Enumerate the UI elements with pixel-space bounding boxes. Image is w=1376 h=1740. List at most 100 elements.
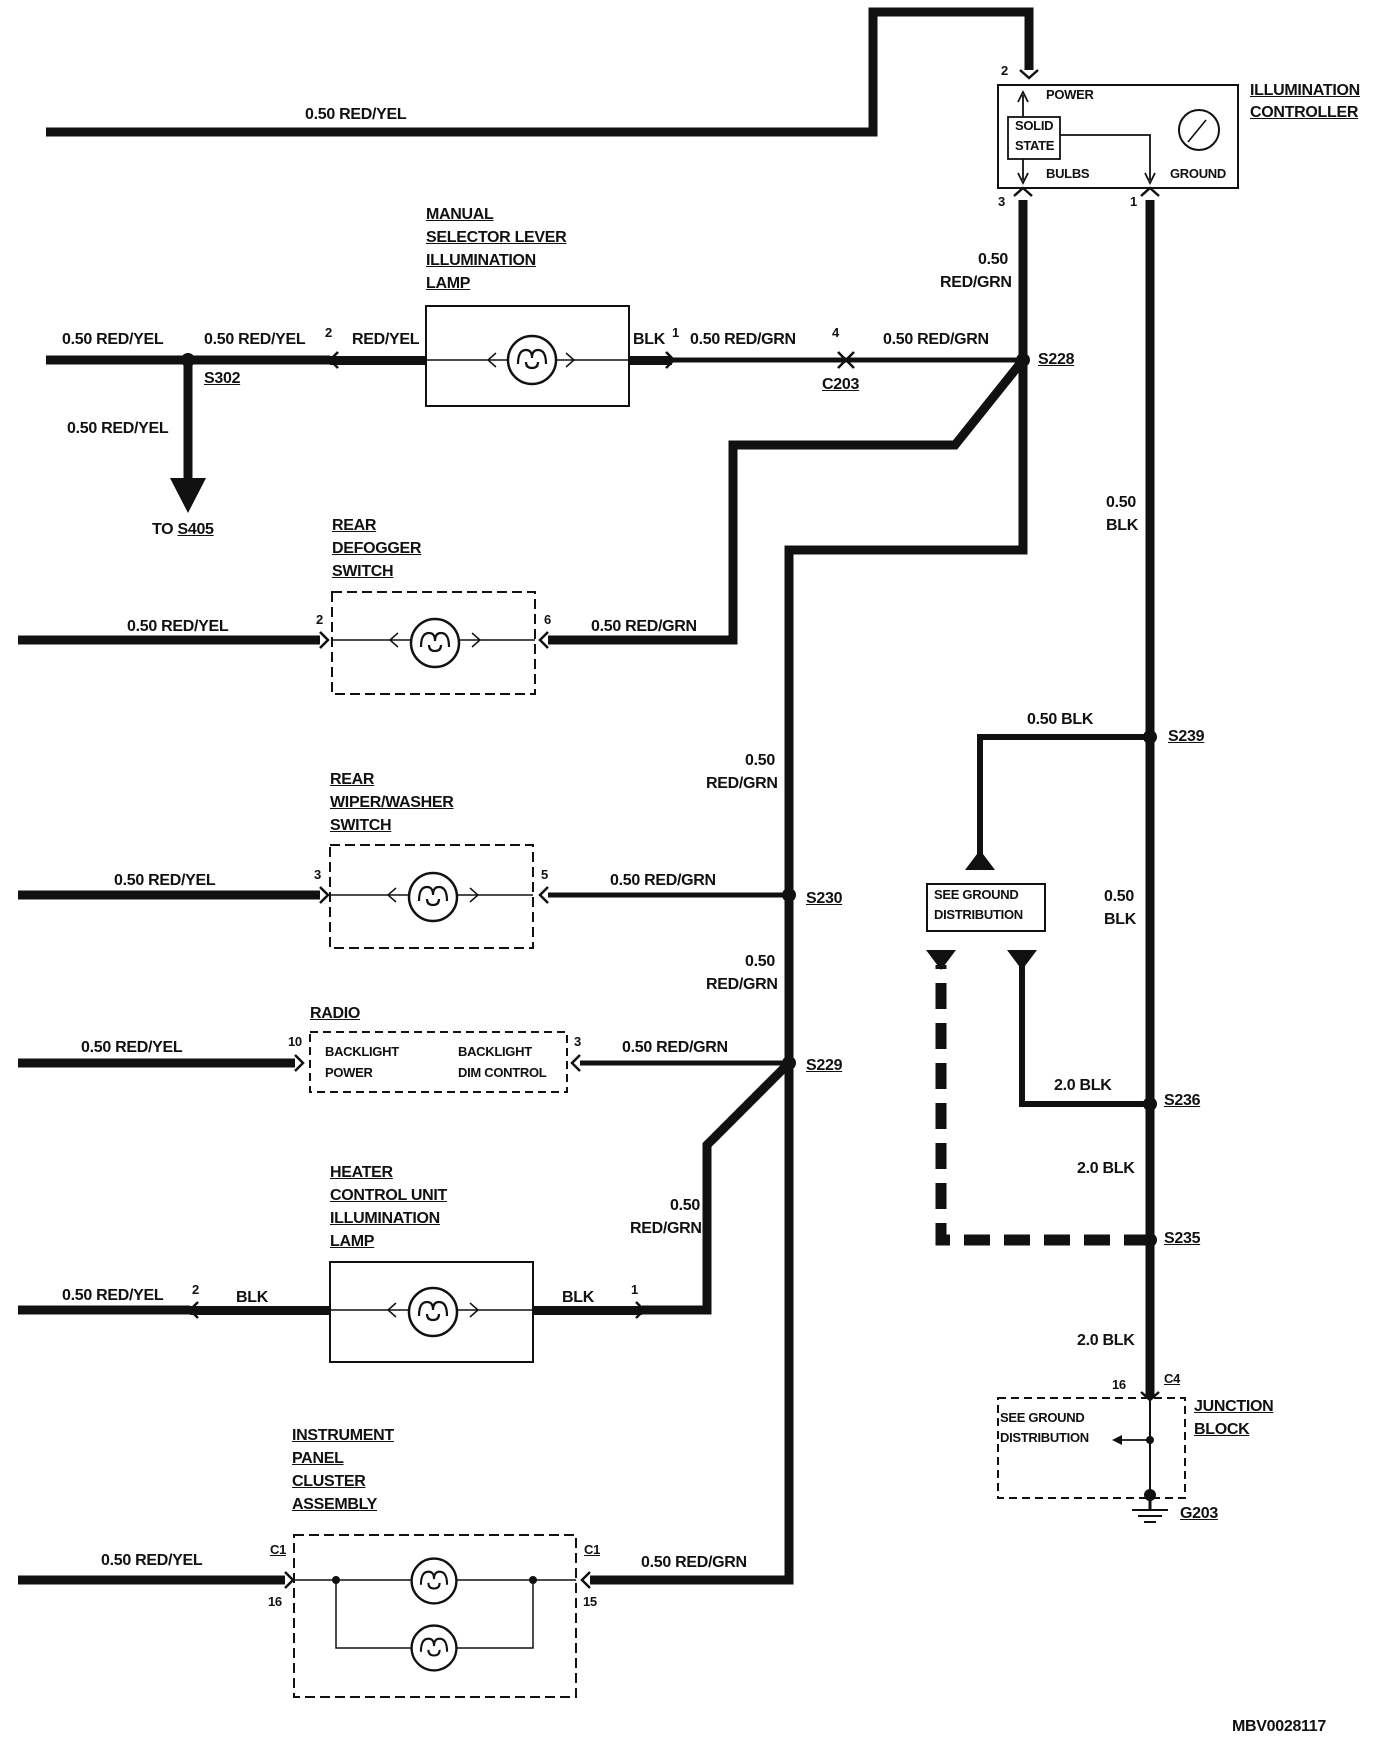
wire-ground-branches (977, 734, 1150, 1107)
wiper-title-1: REAR (330, 771, 375, 788)
wire-label-heater-redyel: 0.50 RED/YEL (62, 1287, 164, 1304)
pin-6-defogger: 6 (544, 612, 551, 627)
connector-c1-right: C1 (584, 1542, 601, 1557)
to-prefix: TO (152, 521, 178, 538)
heater-title-3: ILLUMINATION (330, 1210, 440, 1227)
pin-15-cluster: 15 (583, 1594, 597, 1609)
wire-label-050-gnd1: 0.50 (1106, 494, 1136, 511)
wire-label-heater-blk-right: BLK (562, 1289, 594, 1306)
pin-2-heater: 2 (192, 1282, 199, 1297)
selector-title-3: ILLUMINATION (426, 252, 536, 269)
wire-label-redgrn-heater: RED/GRN (630, 1220, 702, 1237)
wire-label-050-bulbs: 0.50 (978, 251, 1008, 268)
pin-3-wiper: 3 (314, 867, 321, 882)
wire-label-redgrn-mid2: RED/GRN (706, 976, 778, 993)
splice-s235-dot (1143, 1233, 1157, 1247)
defogger-title-2: DEFOGGER (332, 540, 422, 557)
controller-ground-label: GROUND (1170, 166, 1226, 181)
wire-ground-dashed (935, 965, 1150, 1246)
wire-label-defogger-redgrn: 0.50 RED/GRN (591, 618, 697, 635)
cluster-title-4: ASSEMBLY (292, 1496, 378, 1513)
wire-label-050-mid1: 0.50 (745, 752, 775, 769)
controller-title-1: ILLUMINATION (1250, 82, 1360, 99)
selector-title-4: LAMP (426, 275, 471, 292)
splice-s302-dot (181, 353, 195, 367)
splice-s228-label: S228 (1038, 351, 1075, 368)
heater-title-1: HEATER (330, 1164, 393, 1181)
to-s405-label: TO S405 (152, 521, 214, 539)
wire-label-050-gnd2: 0.50 (1104, 888, 1134, 905)
pin-16-junction: 16 (1112, 1377, 1126, 1392)
rear-defogger-switch (331, 591, 536, 695)
ground-dist-line1: SEE GROUND (934, 887, 1019, 902)
splice-s236-dot (1143, 1097, 1157, 1111)
splice-s229-dot (782, 1056, 796, 1070)
radio-backlight-2: BACKLIGHT (458, 1044, 532, 1059)
splice-points (181, 353, 1157, 1247)
wire-label-20blk-mid: 2.0 BLK (1077, 1160, 1135, 1177)
cluster-title-2: PANEL (292, 1450, 344, 1467)
splice-s239-dot (1143, 730, 1157, 744)
controller-state-label: STATE (1015, 138, 1055, 153)
splice-s230-dot (782, 888, 796, 902)
wire-label-redgrn-mid1: RED/GRN (706, 775, 778, 792)
junction-see-ground-1: SEE GROUND (1000, 1410, 1085, 1425)
s405-link[interactable]: S405 (177, 521, 214, 538)
wire-label-selector-redyel: RED/YEL (352, 331, 420, 348)
selector-title-1: MANUAL (426, 206, 494, 223)
wire-label-050-heater: 0.50 (670, 1197, 700, 1214)
wire-label-cluster-redgrn: 0.50 RED/GRN (641, 1554, 747, 1571)
radio-power: POWER (325, 1065, 373, 1080)
wire-label-selector-redgrn: 0.50 RED/GRN (690, 331, 796, 348)
pin-3-radio: 3 (574, 1034, 581, 1049)
wire-label-blk-gnd2: BLK (1104, 911, 1136, 928)
ground-dist-box (926, 883, 1046, 932)
connector-c203-label: C203 (822, 376, 860, 393)
splice-s236-label: S236 (1164, 1092, 1201, 1109)
radio-dim-control: DIM CONTROL (458, 1065, 547, 1080)
cluster-title-3: CLUSTER (292, 1473, 366, 1490)
wire-label-radio-redyel: 0.50 RED/YEL (81, 1039, 183, 1056)
pin-1-heater: 1 (631, 1282, 638, 1297)
pin-2-controller: 2 (1001, 63, 1008, 78)
wire-label-wiper-redyel: 0.50 RED/YEL (114, 872, 216, 889)
wire-label-s236-blk: 2.0 BLK (1054, 1077, 1112, 1094)
pin-1-selector: 1 (672, 325, 679, 340)
pin-1-controller: 1 (1130, 194, 1137, 209)
wire-label-20blk-low: 2.0 BLK (1077, 1332, 1135, 1349)
cluster-title-1: INSTRUMENT (292, 1427, 394, 1444)
pin-4-c203: 4 (832, 325, 839, 340)
wire-label-s239-blk: 0.50 BLK (1027, 711, 1094, 728)
wire-label-redgrn-bulbs: RED/GRN (940, 274, 1012, 291)
wire-label-top-red-yel: 0.50 RED/YEL (305, 106, 407, 123)
wire-label-s302-right: 0.50 RED/YEL (204, 331, 306, 348)
controller-bulbs-label: BULBS (1046, 166, 1090, 181)
wire-red-yel-left (18, 355, 330, 1585)
pin-10-radio: 10 (288, 1034, 302, 1049)
ground-g203-label: G203 (1180, 1505, 1218, 1522)
wire-label-blk-gnd1: BLK (1106, 517, 1138, 534)
wire-label-selector-blk: BLK (633, 331, 665, 348)
splice-s228-dot (1016, 353, 1030, 367)
pin-3-controller: 3 (998, 194, 1005, 209)
heater-title-4: LAMP (330, 1233, 375, 1250)
controller-title-2: CONTROLLER (1250, 104, 1359, 121)
wire-label-s302-left: 0.50 RED/YEL (62, 331, 164, 348)
junction-title-1: JUNCTION (1194, 1398, 1274, 1415)
wire-label-wiper-redgrn: 0.50 RED/GRN (610, 872, 716, 889)
splice-s239-label: S239 (1168, 728, 1205, 745)
ground-arrows (926, 850, 1037, 970)
selector-lamp (330, 305, 672, 407)
splice-s235-label: S235 (1164, 1230, 1201, 1247)
wiper-title-2: WIPER/WASHER (330, 794, 454, 811)
radio-box (309, 1031, 568, 1093)
splice-s229-label: S229 (806, 1057, 843, 1074)
wire-label-050-mid2: 0.50 (745, 953, 775, 970)
illumination-controller-box (997, 84, 1239, 189)
splice-s302-label: S302 (204, 370, 241, 387)
radio-title: RADIO (310, 1005, 361, 1022)
ground-dist-line2: DISTRIBUTION (934, 907, 1023, 922)
radio-backlight-1: BACKLIGHT (325, 1044, 399, 1059)
connector-c4-label: C4 (1164, 1371, 1181, 1386)
